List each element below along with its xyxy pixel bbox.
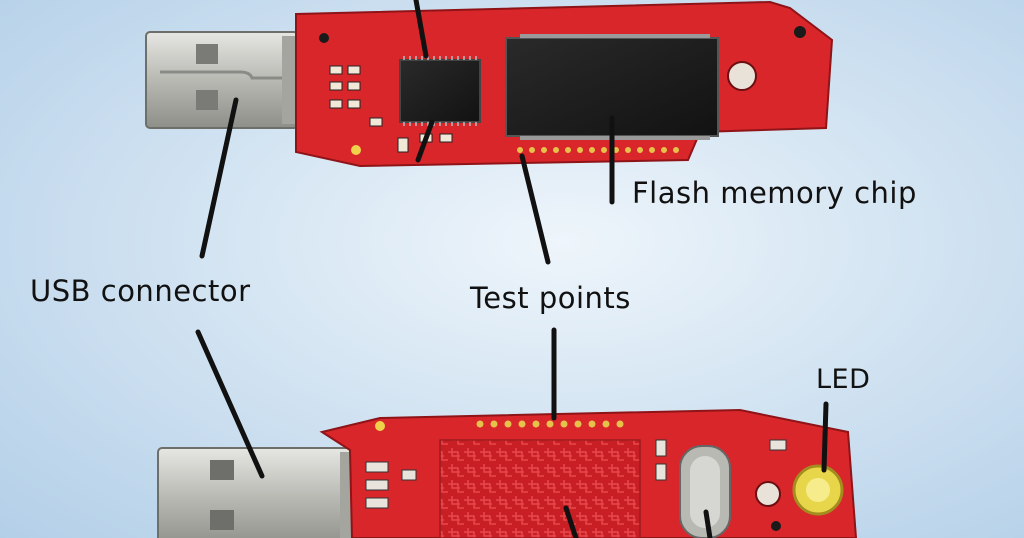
bottom-crystal-leader-line	[703, 509, 713, 538]
bottom-usb-connector	[157, 447, 359, 538]
top-usb-drive	[145, 0, 834, 168]
chip-top-leader-line	[413, 0, 429, 59]
usb-bottom-leader-line	[195, 329, 265, 479]
bottom-usb-drive	[157, 408, 858, 538]
top-usb-connector	[145, 31, 299, 129]
test-points-top-leader-line	[519, 153, 551, 265]
led-leader-line	[821, 401, 829, 473]
usb-connector-label: USB connector	[30, 274, 251, 308]
usb-top-leader-line	[199, 97, 239, 259]
chip-top-leader-line-2	[415, 119, 435, 163]
led-label: LED	[816, 364, 871, 395]
flash-memory-chip-label: Flash memory chip	[632, 176, 917, 210]
bottom-chip-leader-line	[563, 505, 579, 538]
controller-chip	[399, 59, 481, 123]
test-points-label: Test points	[470, 281, 631, 315]
